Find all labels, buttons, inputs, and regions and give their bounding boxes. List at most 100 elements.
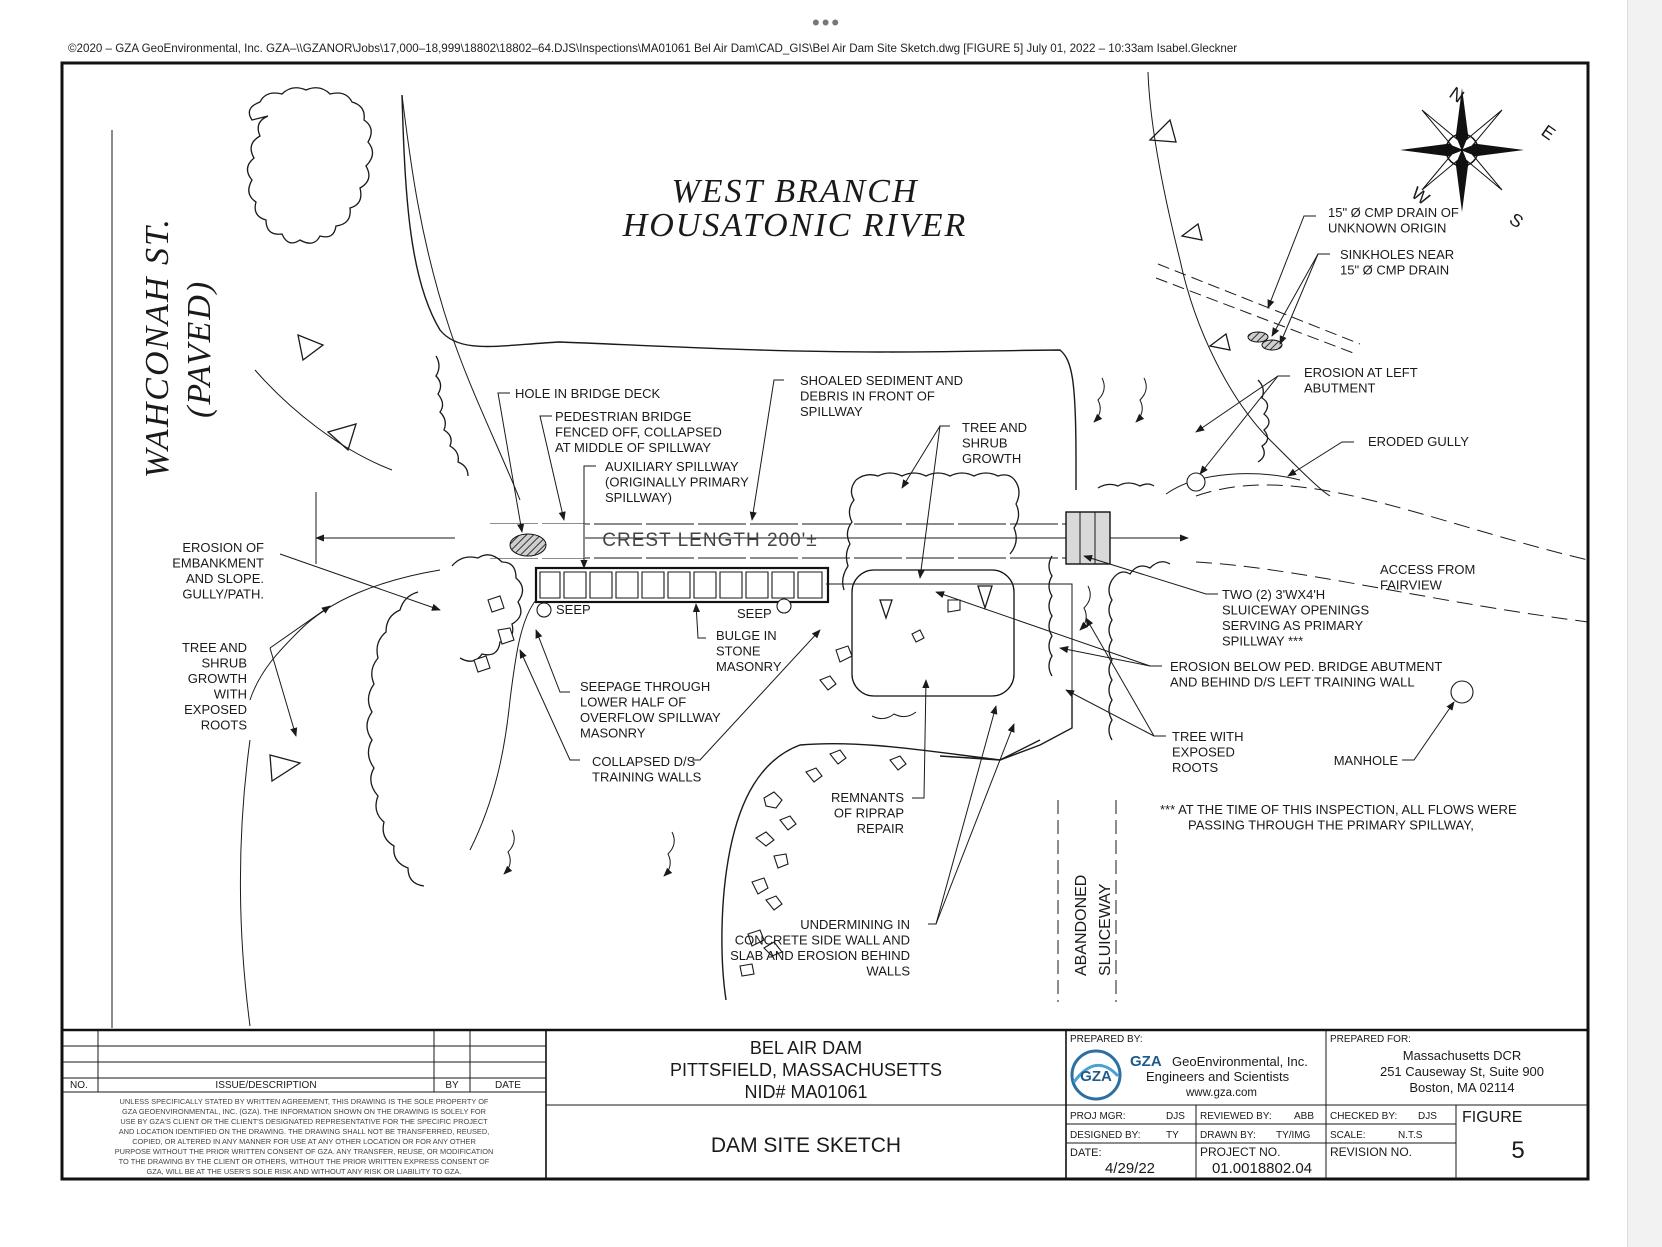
- tree-line-east: [1257, 379, 1270, 463]
- callout-undermining-line-4: WALLS: [866, 964, 910, 979]
- masonry-stones: [539, 571, 823, 599]
- callout-cmp-drain-line-1: 15" Ø CMP DRAIN OF: [1328, 205, 1459, 220]
- river-bank-east: [1147, 71, 1331, 497]
- embankment-curve-3: [240, 739, 251, 1027]
- drawn-value: TY/IMG: [1276, 1130, 1311, 1141]
- triangle-tree-3: [269, 754, 302, 783]
- street-label-line2: (PAVED): [181, 280, 218, 418]
- scrollbar[interactable]: [1627, 0, 1662, 1247]
- callout-erosion-embankment-line-2: EMBANKMENT: [172, 556, 264, 571]
- river-bank-upstream: [401, 94, 1077, 490]
- checked-value: DJS: [1418, 1111, 1437, 1122]
- flow-arrows: [503, 377, 1147, 877]
- triangle-tree-7: [1180, 222, 1203, 241]
- riprap-left-abutment: [1097, 482, 1155, 489]
- sheet-title: DAM SITE SKETCH: [711, 1134, 901, 1157]
- compass-e: E: [1538, 121, 1559, 144]
- island-downstream-outline: [851, 569, 1015, 697]
- callout-sinkholes-line-2: 15" Ø CMP DRAIN: [1340, 263, 1449, 278]
- callout-sluiceway-line-2: SLUICEWAY OPENINGS: [1222, 603, 1369, 618]
- callout-erosion-left-abut-line-2: ABUTMENT: [1304, 381, 1376, 396]
- callout-riprap-line-1: REMNANTS: [831, 790, 904, 805]
- callout-shoaled-line-2: DEBRIS IN FRONT OF: [800, 389, 935, 404]
- shoal-island-outline: [855, 472, 1020, 555]
- riprap-left-upstream: [435, 355, 469, 477]
- callout-aux-spillway-line-1: AUXILIARY SPILLWAY: [605, 459, 739, 474]
- callout-aux-spillway-line-3: SPILLWAY): [605, 490, 672, 505]
- callout-bulge-line-3: MASONRY: [716, 659, 782, 674]
- callout-footnote-line-2: PASSING THROUGH THE PRIMARY SPILLWAY,: [1188, 818, 1474, 833]
- gza-bold-name: GZA: [1130, 1053, 1162, 1070]
- callout-seepage-line-4: MASONRY: [580, 726, 646, 741]
- callout-sinkholes-line-1: SINKHOLES NEAR: [1340, 247, 1454, 262]
- prepared-for-label: PREPARED FOR:: [1330, 1034, 1411, 1045]
- callout-shoaled-line-3: SPILLWAY: [800, 404, 863, 419]
- client-name: Massachusetts DCR: [1403, 1048, 1521, 1063]
- callout-collapsed-line-1: COLLAPSED D/S: [592, 754, 696, 769]
- disclaimer-line-5: COPIED, OR ALTERED IN ANY MANNER FOR USE…: [132, 1137, 476, 1146]
- disclaimer-line-1: UNLESS SPECIFICALLY STATED BY WRITTEN AG…: [120, 1097, 489, 1106]
- client-city: Boston, MA 02114: [1409, 1080, 1514, 1095]
- triangle-tree-8: [1208, 332, 1231, 351]
- rev-issue-header: ISSUE/DESCRIPTION: [215, 1080, 316, 1091]
- embankment-curve: [299, 569, 441, 631]
- date-label: DATE:: [1070, 1147, 1102, 1159]
- gza-logo-icon: [1070, 1049, 1122, 1101]
- callout-eroded-gully-line-1: ERODED GULLY: [1368, 434, 1469, 449]
- compass-s: S: [1506, 209, 1527, 232]
- callout-tree-exposed-left-line-2: SHRUB: [201, 656, 247, 671]
- north-arrow-compass: [1400, 88, 1524, 212]
- project-no-value: 01.0018802.04: [1212, 1160, 1312, 1177]
- tree-cluster-top-left: [246, 87, 374, 244]
- callout-bulge-line-1: BULGE IN: [716, 628, 777, 643]
- reviewed-label: REVIEWED BY:: [1200, 1111, 1272, 1122]
- revision-label: REVISION NO.: [1330, 1145, 1412, 1159]
- reviewed-value: ABB: [1294, 1111, 1314, 1122]
- manhole-symbol: [1450, 680, 1474, 704]
- callout-tree-exposed-roots-line-2: EXPOSED: [1172, 745, 1235, 760]
- callout-access-line-2: FAIRVIEW: [1380, 578, 1443, 593]
- river-label-line2: HOUSATONIC RIVER: [622, 207, 968, 244]
- designed-value: TY: [1166, 1130, 1179, 1141]
- callout-ped-bridge-line-1: PEDESTRIAN BRIDGE: [555, 409, 692, 424]
- project-location: PITTSFIELD, MASSACHUSETTS: [670, 1060, 942, 1080]
- client-address: 251 Causeway St, Suite 900: [1380, 1064, 1544, 1079]
- viewer-menu-dots[interactable]: •••: [812, 10, 842, 35]
- callout-riprap-line-3: REPAIR: [857, 821, 904, 836]
- seep-left-label: SEEP: [556, 602, 591, 617]
- callout-erosion-embankment-line-3: AND SLOPE.: [186, 571, 264, 586]
- seep-left-symbol: [536, 602, 552, 618]
- embankment-curve-2: [249, 629, 301, 701]
- tree-line-left-downstream: [366, 591, 425, 887]
- date-value: 4/29/22: [1105, 1160, 1155, 1177]
- callout-cmp-drain-line-2: UNKNOWN ORIGIN: [1328, 221, 1446, 236]
- seep-right-label: SEEP: [737, 606, 772, 621]
- callout-tree-shrub-top-line-2: SHRUB: [962, 436, 1008, 451]
- callout-tree-exposed-left-line-6: ROOTS: [201, 718, 248, 733]
- file-path-header: ©2020 – GZA GeoEnvironmental, Inc. GZA–\…: [68, 42, 1238, 55]
- callout-seepage-line-3: OVERFLOW SPILLWAY: [580, 710, 721, 725]
- callout-tree-exposed-roots-line-3: ROOTS: [1172, 760, 1219, 775]
- callout-bulge-line-2: STONE: [716, 644, 761, 659]
- callout-erosion-embankment-line-1: EROSION OF: [182, 540, 264, 555]
- disclaimer-line-8: GZA, WILL BE AT THE USER'S SOLE RISK AND…: [146, 1167, 461, 1176]
- callout-tree-exposed-left-line-1: TREE AND: [182, 640, 247, 655]
- sinkhole-1: [1247, 331, 1269, 343]
- manhole-near-abutment: [1186, 472, 1206, 492]
- triangle-tree-1: [297, 333, 325, 362]
- scale-label: SCALE:: [1330, 1130, 1366, 1141]
- rev-by-header: BY: [445, 1080, 459, 1091]
- callout-ped-bridge-line-3: AT MIDDLE OF SPILLWAY: [555, 440, 711, 455]
- triangle-tree-4: [879, 599, 893, 621]
- disclaimer-line-4: AND LOCATION IDENTIFIED ON THE DRAWING. …: [119, 1127, 490, 1136]
- disclaimer-line-6: PURPOSE WITHOUT THE PRIOR WRITTEN CONSEN…: [115, 1147, 494, 1156]
- rev-no-header: NO.: [70, 1080, 88, 1091]
- figure-label: FIGURE: [1462, 1109, 1522, 1126]
- gza-company-name: GeoEnvironmental, Inc.: [1172, 1054, 1308, 1069]
- checked-label: CHECKED BY:: [1330, 1111, 1397, 1122]
- callout-ped-bridge-line-2: FENCED OFF, COLLAPSED: [555, 425, 722, 440]
- river-label-line1: WEST BRANCH: [671, 173, 919, 210]
- compass-n: N: [1446, 83, 1468, 107]
- project-no-label: PROJECT NO.: [1200, 1145, 1280, 1159]
- dam-site-sketch-drawing: N E S W WEST BRANCH HOUSATONIC RIVER WAH…: [60, 61, 1590, 1181]
